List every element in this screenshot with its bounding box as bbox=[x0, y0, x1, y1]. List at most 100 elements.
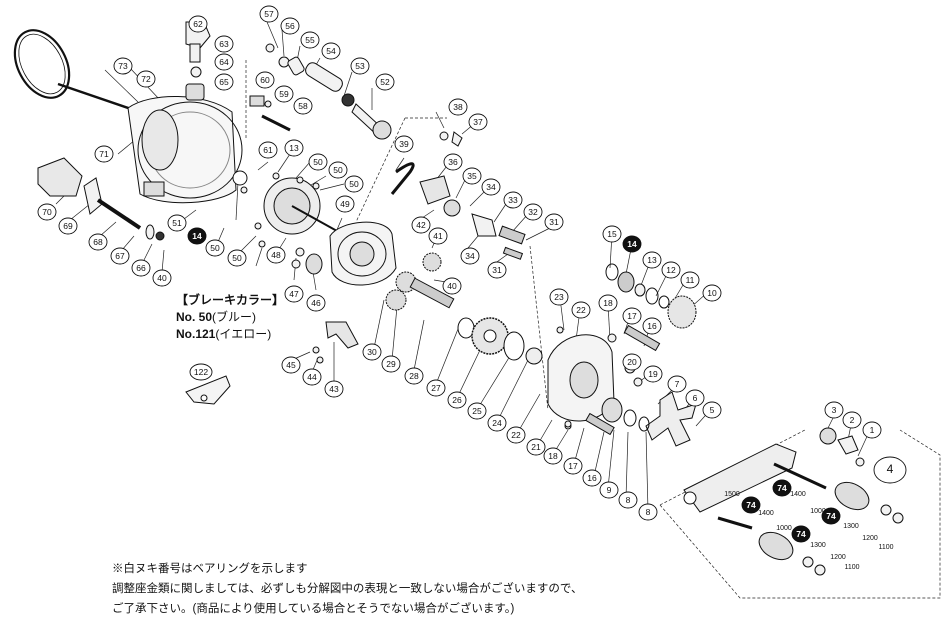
callout-number: 73 bbox=[118, 61, 128, 71]
part-callout: 16 bbox=[642, 317, 662, 335]
part-callout: 1000 bbox=[776, 525, 792, 532]
callout-circle bbox=[324, 380, 344, 398]
bearing-part-callout: 74 bbox=[741, 496, 761, 514]
callout-circle bbox=[487, 414, 507, 432]
callout-number: 67 bbox=[115, 251, 125, 261]
callout-number: 40 bbox=[157, 273, 167, 283]
callout-number: 24 bbox=[492, 418, 502, 428]
callout-circle bbox=[88, 233, 108, 251]
callout-circle bbox=[293, 97, 313, 115]
callout-circle bbox=[188, 15, 208, 33]
part-callout: 50 bbox=[227, 249, 247, 267]
part-callout: 2 bbox=[842, 411, 862, 429]
part-callout: 32 bbox=[523, 203, 543, 221]
callout-number: 17 bbox=[627, 311, 637, 321]
part-callout: 18 bbox=[543, 447, 563, 465]
part-callout: 1000 bbox=[810, 508, 826, 515]
part-callout: 1200 bbox=[830, 554, 846, 561]
callout-number: 47 bbox=[289, 289, 299, 299]
callout-number: 52 bbox=[380, 77, 390, 87]
callout-circle bbox=[487, 261, 507, 279]
callout-number: 74 bbox=[777, 483, 787, 493]
callout-number: 1400 bbox=[758, 510, 774, 517]
callout-circle bbox=[227, 249, 247, 267]
part-callout: 35 bbox=[462, 167, 482, 185]
callout-circle bbox=[281, 356, 301, 374]
callout-circle bbox=[460, 247, 480, 265]
callout-circle bbox=[189, 363, 213, 381]
callout-circle bbox=[428, 227, 448, 245]
callout-circle bbox=[443, 153, 463, 171]
callout-circle bbox=[344, 175, 364, 193]
part-callout: 47 bbox=[284, 285, 304, 303]
callout-number: 50 bbox=[333, 165, 343, 175]
callout-circle bbox=[549, 288, 569, 306]
callout-circle bbox=[544, 213, 564, 231]
callout-number: 26 bbox=[452, 395, 462, 405]
callout-number: 34 bbox=[465, 251, 475, 261]
callout-number: 11 bbox=[686, 275, 695, 285]
part-callout: 72 bbox=[136, 70, 156, 88]
part-callout: 73 bbox=[113, 57, 133, 75]
callout-circle bbox=[582, 469, 602, 487]
part-callout: 68 bbox=[88, 233, 108, 251]
callout-circle bbox=[205, 239, 225, 257]
callout-number: 42 bbox=[416, 220, 426, 230]
part-callout: 13 bbox=[642, 251, 662, 269]
callout-circle bbox=[136, 70, 156, 88]
callout-number: 25 bbox=[472, 406, 482, 416]
callout-circle bbox=[680, 271, 700, 289]
part-callout: 17 bbox=[622, 307, 642, 325]
callout-circle bbox=[381, 355, 401, 373]
part-callout: 33 bbox=[503, 191, 523, 209]
brake-color-note: 【ブレーキカラー】 No. 50(ブルー) No.121(イエロー) bbox=[176, 292, 284, 343]
callout-number: 53 bbox=[355, 61, 365, 71]
callout-circle bbox=[187, 227, 207, 245]
part-callout: 13 bbox=[284, 139, 304, 157]
callout-circle bbox=[448, 98, 468, 116]
callout-circle bbox=[214, 35, 234, 53]
part-callout: 60 bbox=[255, 71, 275, 89]
callout-circle bbox=[37, 203, 57, 221]
part-callout: 8 bbox=[618, 491, 638, 509]
part-callout: 21 bbox=[526, 438, 546, 456]
part-callout: 49 bbox=[335, 195, 355, 213]
callout-number: 74 bbox=[826, 511, 836, 521]
brake-color: (イエロー) bbox=[215, 327, 272, 341]
part-callout: 36 bbox=[443, 153, 463, 171]
callout-circle bbox=[685, 389, 705, 407]
callout-number: 62 bbox=[193, 19, 203, 29]
callout-circle bbox=[661, 261, 681, 279]
part-callout: 64 bbox=[214, 53, 234, 71]
part-callout: 61 bbox=[258, 141, 278, 159]
part-callout: 17 bbox=[563, 457, 583, 475]
callout-circle bbox=[842, 411, 862, 429]
callout-circle bbox=[447, 391, 467, 409]
callout-number: 8 bbox=[626, 495, 631, 505]
part-callout: 63 bbox=[214, 35, 234, 53]
part-callout: 1200 bbox=[862, 535, 878, 542]
callout-number: 5 bbox=[710, 405, 715, 415]
callout-circle bbox=[375, 73, 395, 91]
callout-number: 70 bbox=[42, 207, 52, 217]
callout-number: 71 bbox=[99, 149, 109, 159]
callout-circle bbox=[442, 277, 462, 295]
callout-circle bbox=[599, 481, 619, 499]
part-callout: 58 bbox=[293, 97, 313, 115]
callout-circle bbox=[503, 191, 523, 209]
part-callout: 122 bbox=[189, 363, 213, 381]
callout-circle bbox=[280, 17, 300, 35]
part-callout: 1300 bbox=[843, 523, 859, 530]
callout-circle bbox=[642, 251, 662, 269]
callout-circle bbox=[350, 57, 370, 75]
callout-circle bbox=[791, 525, 811, 543]
callout-number: 6 bbox=[693, 393, 698, 403]
footnotes: ※白ヌキ番号はベアリングを示します 調整座金類に関しましては、必ずしも分解図中の… bbox=[112, 559, 582, 619]
part-callout: 6 bbox=[685, 389, 705, 407]
callout-circle bbox=[284, 285, 304, 303]
bearing-part-callout: 74 bbox=[772, 479, 792, 497]
callout-number: 1100 bbox=[844, 564, 859, 571]
part-callout: 45 bbox=[281, 356, 301, 374]
callout-circle bbox=[328, 161, 348, 179]
